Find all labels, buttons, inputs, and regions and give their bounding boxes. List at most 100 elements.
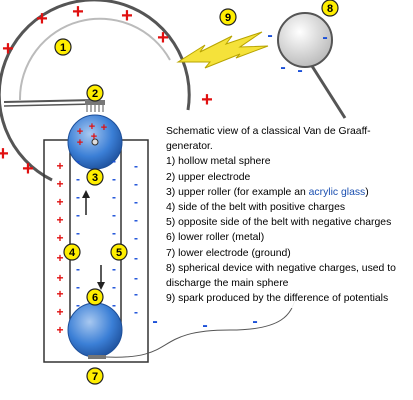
sphere-inner-shade (18, 17, 171, 101)
positive-charge-sign: + (22, 158, 34, 180)
negative-charge-sign: - (76, 172, 80, 186)
positive-charge-sign: + (56, 323, 63, 337)
positive-charge-sign: + (91, 131, 97, 143)
sphere-support-line (3, 103, 96, 107)
positive-charge-sign: + (201, 89, 213, 111)
negative-charge-sign: - (134, 305, 138, 319)
negative-charge-sign: - (76, 190, 80, 204)
belt (69, 140, 122, 330)
marker-9-label: 9 (225, 12, 231, 24)
negative-charge-sign: - (280, 59, 285, 76)
caption-item-5: 5) opposite side of the belt with negati… (166, 217, 392, 229)
negative-charge-sign: - (322, 29, 327, 46)
acrylic-glass-link[interactable]: acrylic glass (308, 186, 366, 198)
positive-charge-sign: + (56, 305, 63, 319)
negative-charge-sign: - (202, 317, 207, 334)
negative-charge-sign: - (76, 226, 80, 240)
negative-charge-sign: - (112, 208, 116, 222)
hollow-metal-sphere (0, 0, 191, 182)
negative-charge-sign: - (76, 280, 80, 294)
caption-item-3: 3) upper roller (for example an acrylic … (166, 185, 413, 200)
negative-charge-sign: - (112, 226, 116, 240)
lower-electrode (88, 355, 106, 359)
positive-charge-sign: + (157, 27, 169, 49)
negative-charge-sign: - (112, 280, 116, 294)
marker-1: 1 (54, 38, 72, 56)
negative-charge-sign: - (76, 298, 80, 312)
positive-charge-sign: + (77, 137, 83, 149)
negative-charge-sign: - (267, 27, 272, 44)
charge-signs: +++++++++++++++++++++++-----------------… (0, 1, 328, 337)
negative-charge-sign: - (252, 313, 257, 330)
spark (176, 31, 269, 69)
positive-charge-sign: + (2, 38, 14, 60)
marker-5: 5 (110, 243, 128, 261)
marker-3-label: 3 (92, 172, 98, 184)
caption-item-7: 7) lower electrode (ground) (166, 247, 291, 259)
positive-charge-sign: + (56, 251, 63, 265)
marker-8: 8 (321, 0, 339, 17)
positive-charge-sign: + (56, 177, 63, 191)
negative-charge-sign: - (112, 190, 116, 204)
positive-charge-sign: + (72, 1, 84, 23)
negative-charge-sign: - (134, 251, 138, 265)
caption-item-4: 4) side of the belt with positive charge… (166, 202, 346, 214)
negative-charge-sign: - (76, 262, 80, 276)
negative-charge-sign: - (134, 177, 138, 191)
negative-charge-sign: - (134, 213, 138, 227)
negative-charge-sign: - (134, 271, 138, 285)
marker-4: 4 (63, 243, 81, 261)
marker-2: 2 (86, 84, 104, 102)
positive-charge-sign: + (36, 8, 48, 30)
caption-item-3-suffix: ) (365, 186, 369, 198)
caption-item-3-text: 3) upper roller (for example an (166, 186, 309, 198)
marker-2-label: 2 (92, 88, 98, 100)
marker-7-label: 7 (92, 371, 98, 383)
negative-charge-sign: - (112, 262, 116, 276)
marker-6-label: 6 (92, 292, 98, 304)
negative-charge-sign: - (76, 154, 80, 168)
negative-charge-sign: - (134, 287, 138, 301)
caption-item-1: 1) hollow metal sphere (166, 156, 271, 168)
caption-item-8: 8) spherical device with negative charge… (166, 262, 396, 290)
negative-charge-sign: - (134, 231, 138, 245)
belt-up-arrow (82, 190, 90, 215)
caption-item-6: 6) lower roller (metal) (166, 232, 265, 244)
positive-charge-sign: + (56, 271, 63, 285)
caption-item-2: 2) upper electrode (166, 171, 251, 183)
caption-title: Schematic view of a classical Van de Gra… (166, 126, 371, 153)
positive-charge-sign: + (89, 121, 95, 133)
positive-charge-sign: + (56, 159, 63, 173)
marker-5-label: 5 (116, 247, 122, 259)
caption-item-9: 9) spark produced by the difference of p… (166, 293, 389, 305)
negative-charge-sign: - (112, 172, 116, 186)
positive-charge-sign: + (56, 231, 63, 245)
positive-charge-sign: + (101, 122, 107, 134)
positive-charge-sign: + (77, 126, 83, 138)
marker-6: 6 (86, 288, 104, 306)
upper-roller-axle (91, 138, 99, 146)
negative-charge-sign: - (152, 313, 157, 330)
positive-charge-sign: + (56, 287, 63, 301)
marker-8-label: 8 (327, 3, 333, 15)
positive-charge-sign: + (0, 143, 9, 165)
positive-charge-sign: + (56, 213, 63, 227)
negative-charge-sign: - (112, 298, 116, 312)
discharge-sphere (277, 12, 333, 68)
marker-1-label: 1 (60, 42, 66, 54)
sphere-support-line (3, 99, 96, 103)
marker-7: 7 (86, 367, 104, 385)
positive-charge-sign: + (121, 5, 133, 27)
positive-charge-sign: + (56, 195, 63, 209)
belt-down-arrow (97, 265, 105, 290)
negative-charge-sign: - (112, 154, 116, 168)
caption-box: Schematic view of a classical Van de Gra… (163, 122, 413, 309)
marker-4-label: 4 (69, 247, 76, 259)
negative-charge-sign: - (76, 208, 80, 222)
negative-charge-sign: - (134, 195, 138, 209)
marker-9: 9 (219, 8, 237, 26)
number-markers: 1 2 3 4 5 6 7 8 9 (54, 0, 339, 385)
negative-charge-sign: - (297, 62, 302, 79)
upper-electrode (85, 100, 105, 112)
negative-charge-sign: - (134, 159, 138, 173)
